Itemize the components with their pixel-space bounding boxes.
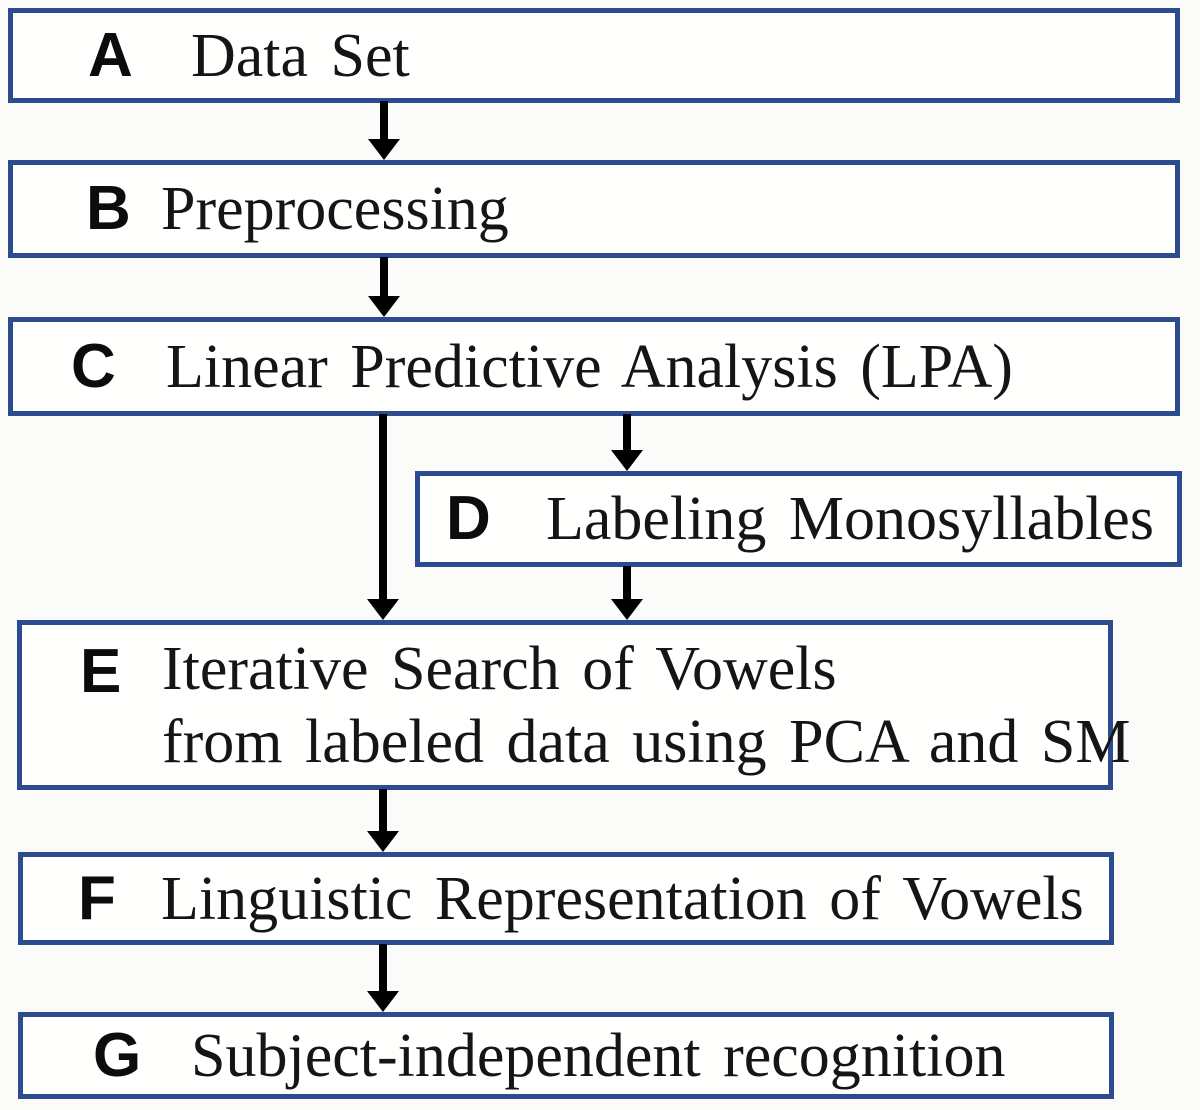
box-a-text: Data Set	[191, 21, 410, 90]
arrow-f-to-g	[367, 944, 399, 1012]
box-a-label: A	[88, 20, 133, 90]
box-c-linear-predictive-analysis: C Linear Predictive Analysis (LPA)	[8, 317, 1180, 416]
arrow-head-icon	[367, 991, 399, 1012]
box-d-label: D	[446, 484, 491, 553]
arrow-head-icon	[367, 599, 399, 620]
box-e-label: E	[80, 637, 122, 706]
box-e-iterative-search: E Iterative Search of Vowels from labele…	[17, 620, 1130, 790]
box-b-text: Preprocessing	[161, 175, 509, 243]
arrow-shaft	[623, 414, 631, 450]
box-g-label: G	[93, 1020, 142, 1090]
arrow-head-icon	[368, 139, 400, 160]
arrow-c-to-e	[367, 414, 399, 620]
box-b-preprocessing: B Preprocessing	[8, 160, 1180, 258]
box-c-text: Linear Predictive Analysis (LPA)	[166, 332, 1013, 401]
box-f-label: F	[78, 863, 116, 933]
arrow-head-icon	[368, 296, 400, 317]
box-c-label: C	[71, 331, 116, 401]
box-e-text: Iterative Search of Vowels from labeled …	[162, 633, 1130, 779]
box-a-data-set: A Data Set	[8, 8, 1180, 103]
arrow-head-icon	[611, 599, 643, 620]
arrow-a-to-b	[368, 101, 400, 160]
arrow-b-to-c	[368, 257, 400, 317]
arrow-shaft	[623, 566, 631, 599]
box-b-label: B	[86, 174, 131, 243]
box-e-text-line-2: from labeled data using PCA and SM	[162, 708, 1131, 776]
arrow-e-to-f	[367, 789, 399, 852]
arrow-shaft	[379, 944, 387, 991]
arrow-head-icon	[611, 450, 643, 471]
box-d-text: Labeling Monosyllables	[546, 485, 1154, 553]
arrow-shaft	[380, 101, 388, 139]
arrow-c-to-d	[611, 414, 643, 471]
arrow-head-icon	[367, 831, 399, 852]
arrow-shaft	[380, 257, 388, 296]
arrow-shaft	[379, 789, 387, 831]
box-e-text-line-1: Iterative Search of Vowels	[162, 635, 837, 703]
box-g-subject-independent-recognition: G Subject-independent recognition	[18, 1012, 1114, 1099]
box-f-linguistic-representation: F Linguistic Representation of Vowels	[18, 852, 1114, 945]
box-g-text: Subject-independent recognition	[191, 1021, 1006, 1090]
arrow-shaft	[379, 414, 387, 599]
box-f-text: Linguistic Representation of Vowels	[161, 864, 1084, 933]
box-d-labeling-monosyllables: D Labeling Monosyllables	[415, 471, 1182, 567]
arrow-d-to-e	[611, 566, 643, 620]
